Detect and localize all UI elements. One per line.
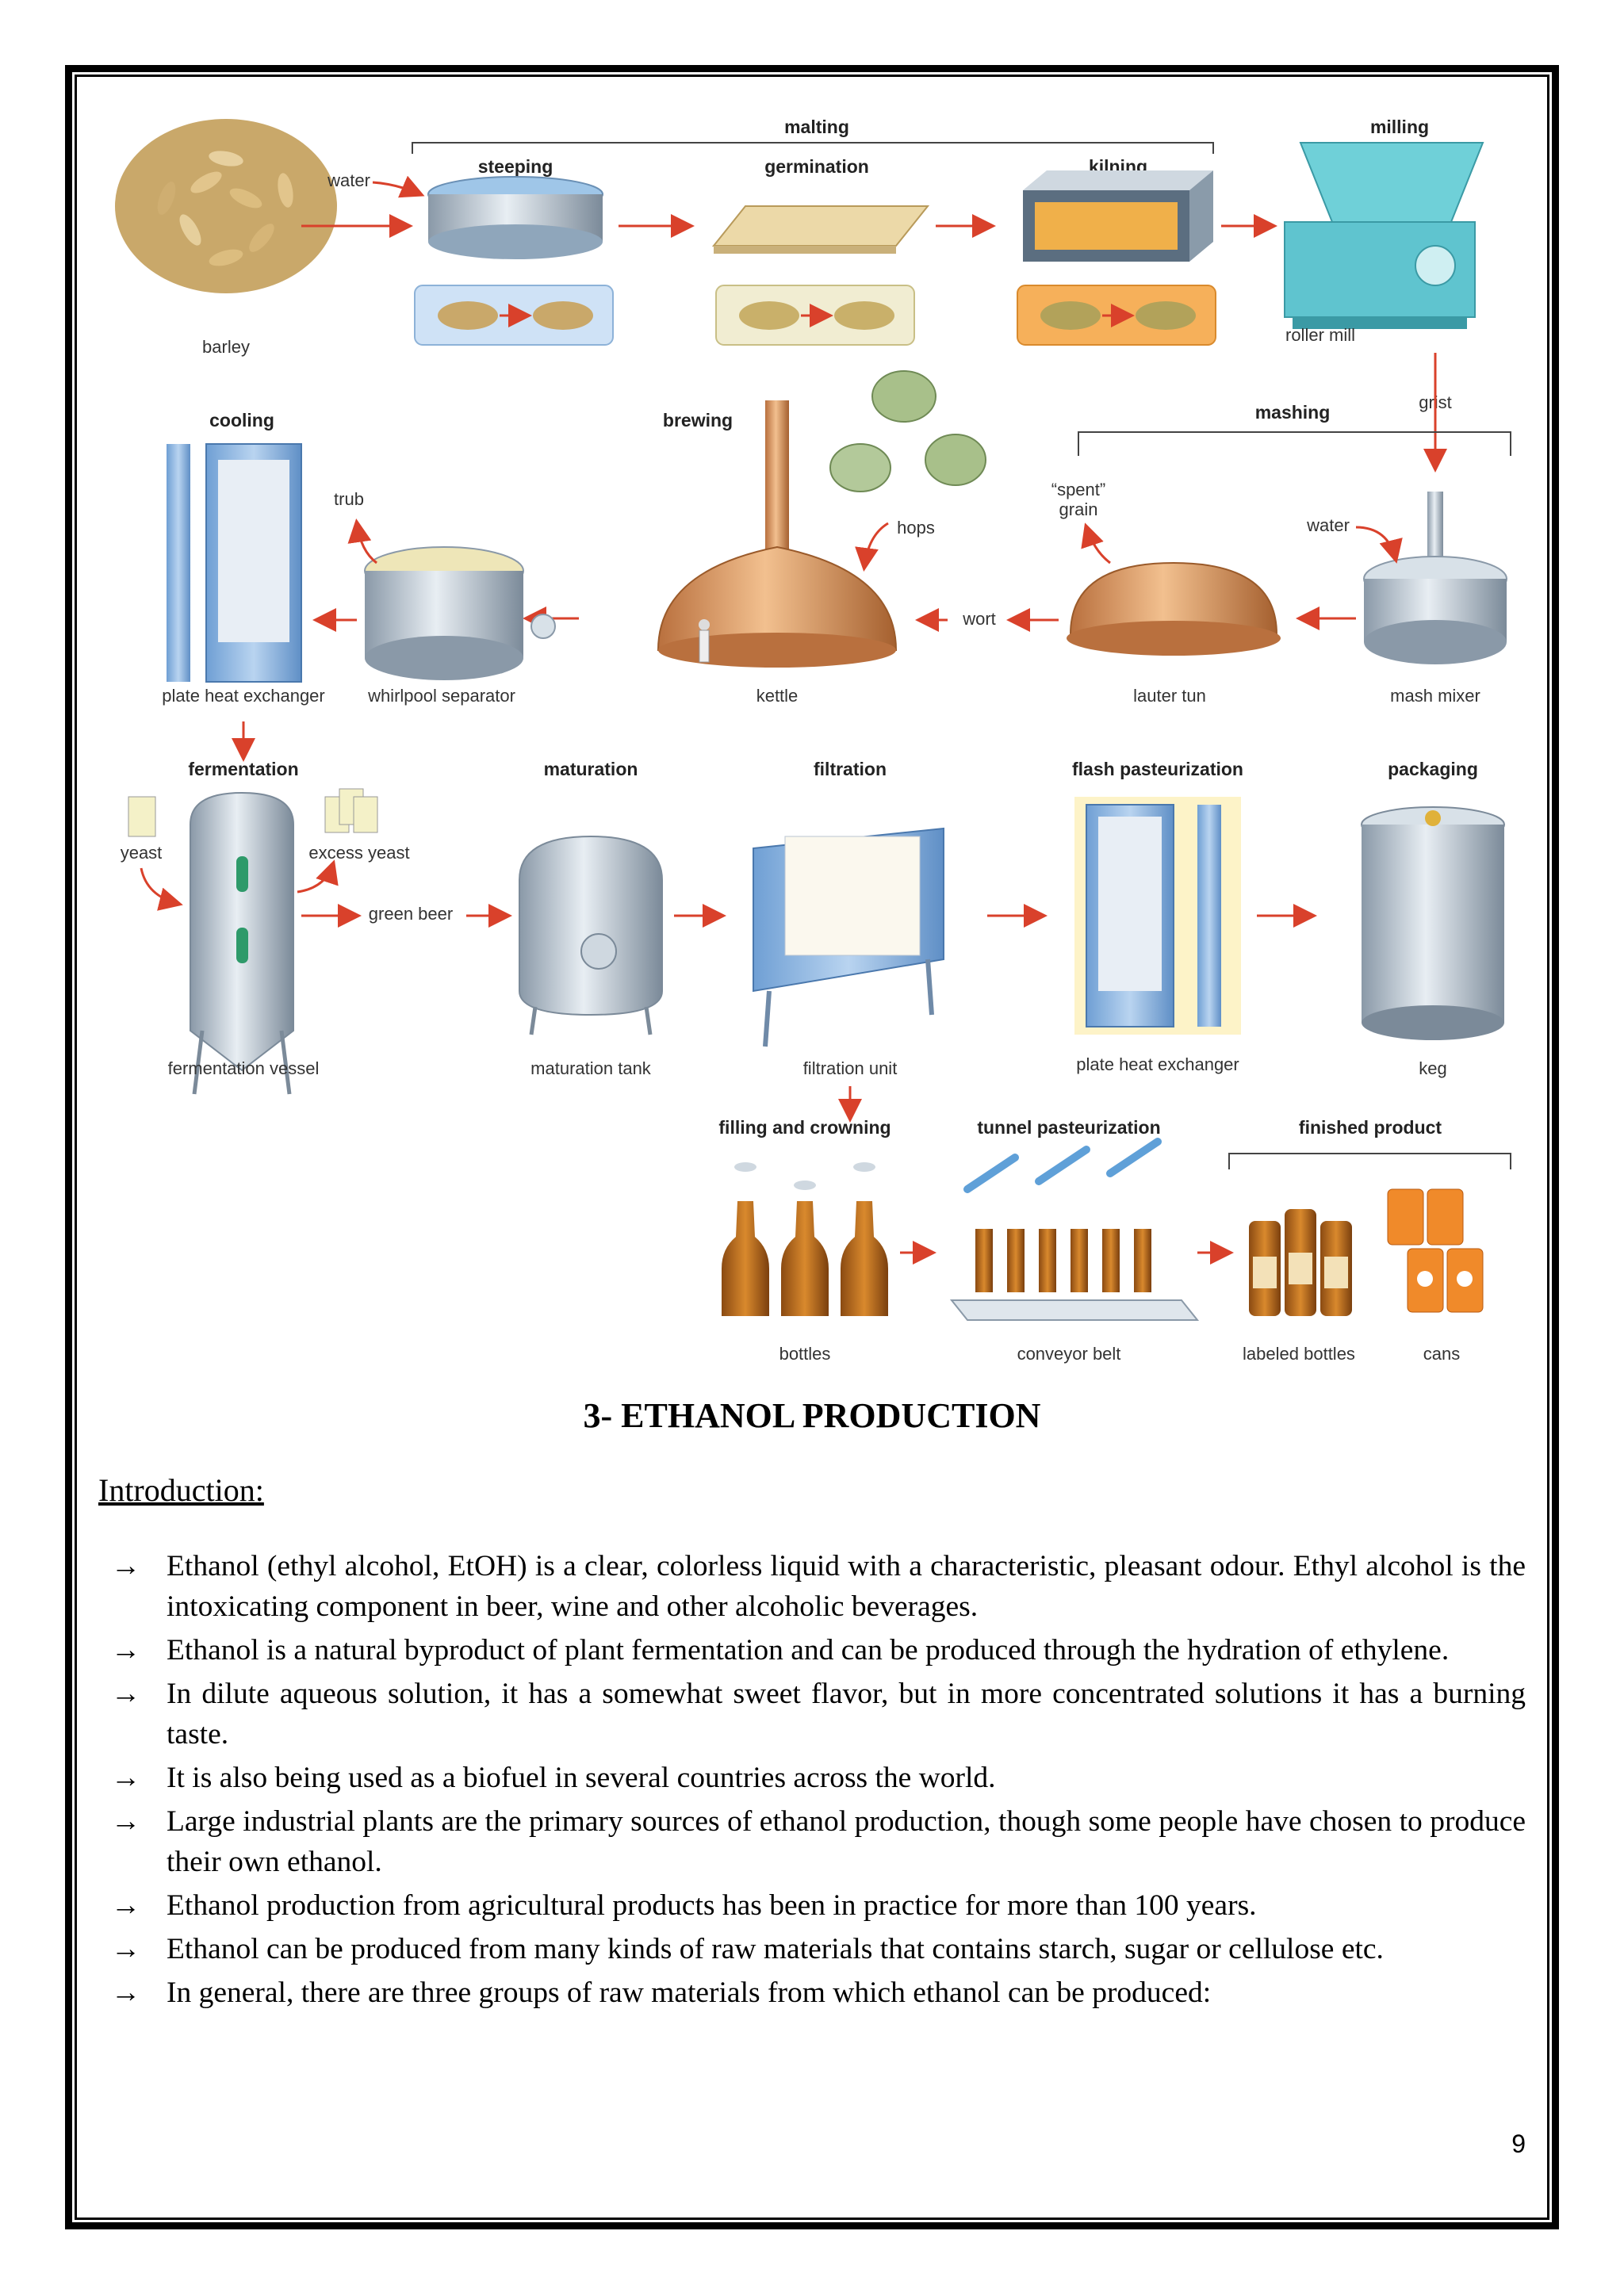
header-cooling: cooling bbox=[209, 410, 274, 430]
arrow-bullet-icon: → bbox=[111, 1550, 141, 1582]
arrow-bullet-icon: → bbox=[111, 1976, 141, 2009]
filtration-unit bbox=[753, 827, 944, 1047]
header-milling: milling bbox=[1370, 117, 1429, 137]
plate-heat-exchanger-pasteurization bbox=[1074, 797, 1241, 1035]
brewing-process-figure: barley malting milling steeping germinat… bbox=[87, 95, 1538, 1380]
mash-mixer bbox=[1363, 492, 1507, 664]
label-roller-mill: roller mill bbox=[1285, 325, 1355, 345]
label-cans: cans bbox=[1423, 1344, 1460, 1364]
label-mash-mixer: mash mixer bbox=[1390, 686, 1480, 706]
list-item: →Ethanol production from agricultural pr… bbox=[111, 1885, 1526, 1926]
intro-heading: Introduction: bbox=[98, 1472, 264, 1508]
list-item: →Ethanol is a natural byproduct of plant… bbox=[111, 1630, 1526, 1670]
label-yeast: yeast bbox=[121, 843, 163, 863]
header-flash-pasteurization: flash pasteurization bbox=[1072, 759, 1243, 779]
excess-yeast-glasses bbox=[324, 788, 378, 833]
cans-group bbox=[1387, 1188, 1484, 1313]
fermentation-vessel bbox=[190, 791, 294, 1095]
label-water-mash: water bbox=[1306, 515, 1350, 535]
label-barley: barley bbox=[202, 337, 250, 357]
label-filtration-unit: filtration unit bbox=[803, 1058, 898, 1078]
label-plate-heat-exchanger-1: plate heat exchanger bbox=[162, 686, 325, 706]
header-brewing: brewing bbox=[663, 410, 733, 430]
header-maturation: maturation bbox=[544, 759, 638, 779]
lauter-tun bbox=[1067, 561, 1281, 656]
header-filling-and-crowning: filling and crowning bbox=[718, 1117, 891, 1138]
page-border-inner bbox=[75, 75, 1549, 2220]
header-tunnel-pasteurization: tunnel pasteurization bbox=[977, 1117, 1160, 1138]
label-excess-yeast: excess yeast bbox=[308, 843, 409, 863]
roller-mill bbox=[1284, 142, 1484, 329]
kiln bbox=[1023, 170, 1213, 262]
label-whirlpool-separator: whirlpool separator bbox=[367, 686, 515, 706]
header-malting: malting bbox=[784, 117, 849, 137]
germination-tray bbox=[711, 205, 930, 254]
label-lauter-tun: lauter tun bbox=[1133, 686, 1206, 706]
header-filtration: filtration bbox=[814, 759, 887, 779]
header-packaging: packaging bbox=[1388, 759, 1478, 779]
label-kettle: kettle bbox=[756, 686, 799, 706]
label-conveyor-belt: conveyor belt bbox=[1017, 1344, 1121, 1364]
keg bbox=[1361, 806, 1505, 1040]
label-fermentation-vessel: fermentation vessel bbox=[168, 1058, 320, 1078]
barley-pile bbox=[115, 119, 337, 293]
introduction-bullets: →Ethanol (ethyl alcohol, EtOH) is a clea… bbox=[111, 1546, 1526, 2016]
label-bottles: bottles bbox=[779, 1344, 831, 1364]
brew-kettle bbox=[657, 400, 898, 668]
label-water-steep: water bbox=[327, 170, 370, 190]
header-finished-product: finished product bbox=[1299, 1117, 1442, 1138]
worker-figure bbox=[699, 619, 710, 663]
steeping-tank bbox=[427, 176, 603, 259]
maturation-tank bbox=[519, 835, 663, 1035]
yeast-glass bbox=[128, 796, 156, 837]
hops bbox=[829, 370, 986, 492]
label-hops: hops bbox=[897, 518, 935, 538]
list-item: →Large industrial plants are the primary… bbox=[111, 1801, 1526, 1882]
arrow-bullet-icon: → bbox=[111, 1678, 141, 1710]
whirlpool-separator bbox=[364, 546, 556, 680]
label-wort: wort bbox=[962, 609, 996, 629]
list-item: →In dilute aqueous solution, it has a so… bbox=[111, 1674, 1526, 1755]
label-spent-grain-2: grain bbox=[1059, 499, 1098, 519]
arrow-bullet-icon: → bbox=[111, 1889, 141, 1922]
label-trub: trub bbox=[334, 489, 364, 509]
label-green-beer: green beer bbox=[369, 904, 453, 924]
label-labeled-bottles: labeled bottles bbox=[1243, 1344, 1355, 1364]
label-maturation-tank: maturation tank bbox=[530, 1058, 652, 1078]
section-title: 3- ETHANOL PRODUCTION bbox=[583, 1396, 1041, 1435]
page-number: 9 bbox=[1511, 2130, 1526, 2158]
arrow-bullet-icon: → bbox=[111, 1762, 141, 1794]
header-steeping: steeping bbox=[478, 156, 553, 177]
header-fermentation: fermentation bbox=[188, 759, 298, 779]
list-item: →It is also being used as a biofuel in s… bbox=[111, 1758, 1526, 1798]
header-germination: germination bbox=[764, 156, 869, 177]
arrow-bullet-icon: → bbox=[111, 1933, 141, 1965]
header-mashing: mashing bbox=[1255, 402, 1331, 423]
labeled-bottles-group bbox=[1249, 1209, 1352, 1316]
label-spent-grain-1: “spent” bbox=[1051, 480, 1105, 499]
arrow-bullet-icon: → bbox=[111, 1805, 141, 1838]
label-keg: keg bbox=[1419, 1058, 1446, 1078]
page-border-outer bbox=[65, 65, 1559, 2229]
list-item: →Ethanol can be produced from many kinds… bbox=[111, 1929, 1526, 1969]
list-item: →In general, there are three groups of r… bbox=[111, 1973, 1526, 2013]
arrow-bullet-icon: → bbox=[111, 1634, 141, 1667]
tunnel-pasteurization-conveyor bbox=[949, 1138, 1200, 1321]
list-item: →Ethanol (ethyl alcohol, EtOH) is a clea… bbox=[111, 1546, 1526, 1627]
bottles-group bbox=[722, 1162, 888, 1316]
label-plate-heat-exchanger-2: plate heat exchanger bbox=[1076, 1054, 1239, 1074]
plate-heat-exchanger-cooling bbox=[167, 443, 302, 683]
